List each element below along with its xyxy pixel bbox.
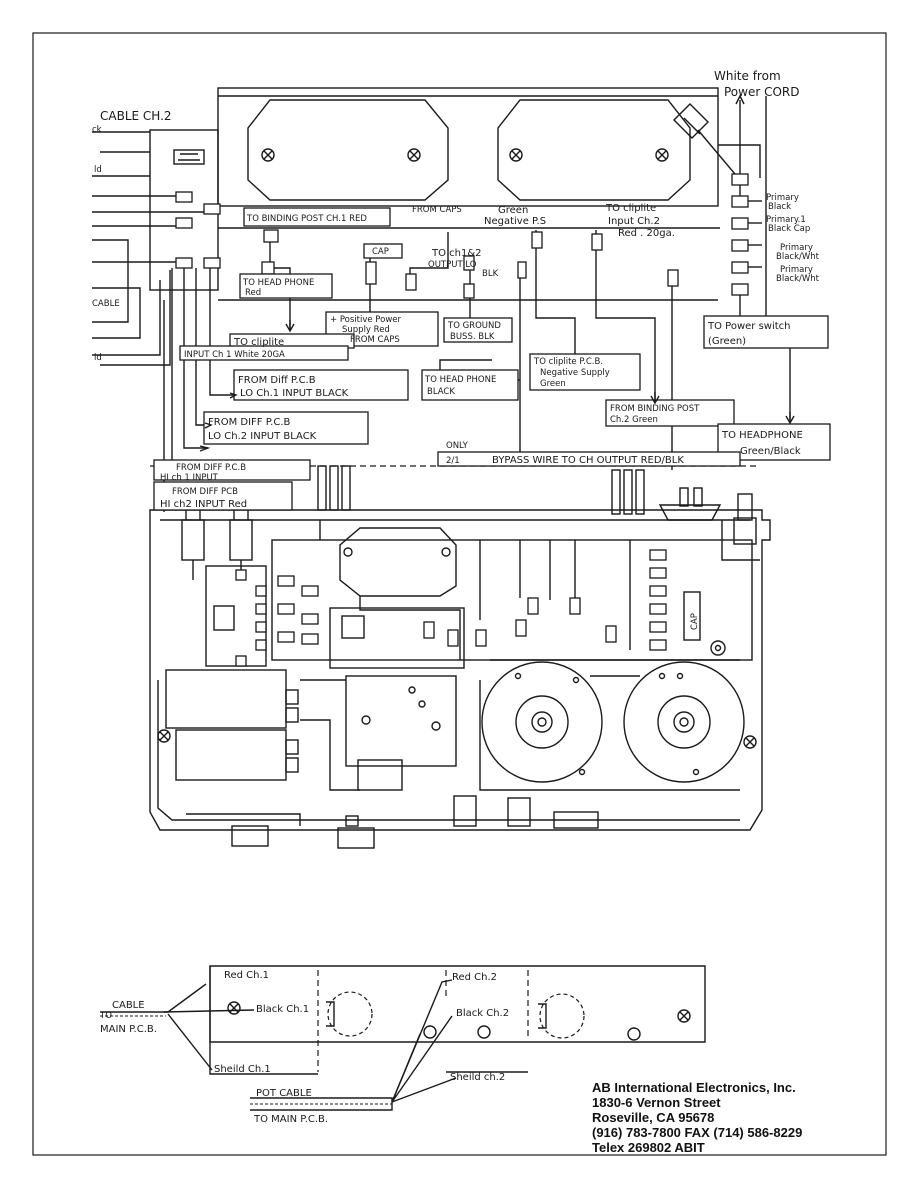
primary-black-cap-2: Black Cap bbox=[768, 224, 810, 234]
left-edge-label-2: CABLE bbox=[92, 299, 120, 309]
left-connector-block bbox=[92, 129, 221, 366]
company-address-block: AB International Electronics, Inc. 1830-… bbox=[592, 1080, 882, 1155]
company-street: 1830-6 Vernon Street bbox=[592, 1095, 721, 1110]
cable-ch2-label: CABLE CH.2 bbox=[100, 109, 172, 123]
only-label-2: 2/1 bbox=[446, 456, 460, 466]
black-ch1-label: Black Ch.1 bbox=[256, 1004, 309, 1015]
to-headphone-black-2: BLACK bbox=[427, 387, 455, 397]
company-city: Roseville, CA 95678 bbox=[592, 1110, 715, 1125]
primary-black-wht-1b: Black/Wht bbox=[776, 252, 820, 262]
from-diff-hi-ch1-1: FROM DIFF P.C.B bbox=[176, 463, 246, 473]
pot-board bbox=[100, 965, 706, 1111]
to-cliplite-ch2-2: Input Ch.2 bbox=[608, 216, 660, 227]
primary-black-2: Black bbox=[768, 202, 791, 212]
primary-black-wht-2b: Black/Wht bbox=[776, 274, 820, 284]
to-headphone-green-2: Green/Black bbox=[740, 446, 801, 457]
from-caps-label: FROM CAPS bbox=[412, 205, 462, 215]
input-pcb bbox=[205, 565, 267, 667]
output-connector bbox=[658, 504, 722, 521]
red-ch2-label: Red Ch.2 bbox=[452, 972, 497, 983]
from-diff-hi-ch1-2: HI ch 1 INPUT bbox=[160, 473, 219, 483]
inline-connectors bbox=[261, 229, 679, 299]
shield-ch1-label: Sheild Ch.1 bbox=[214, 1064, 271, 1075]
left-edge-label-1: ck bbox=[92, 125, 102, 135]
to-cliplite-ch1-1: TO cliplite bbox=[233, 337, 284, 348]
from-diff-lo-ch2-1: FROM DIFF P.C.B bbox=[208, 417, 291, 428]
power-entry-block bbox=[673, 103, 709, 139]
left-edge-label-4: ld bbox=[94, 353, 102, 363]
primary-black-wht-2a: Primary bbox=[780, 265, 813, 275]
to-cliplite-ch2-1: TO cliplite bbox=[605, 203, 656, 214]
cable-label-1: CABLE bbox=[112, 1000, 145, 1011]
from-diff-lo-ch2-2: LO Ch.2 INPUT BLACK bbox=[208, 431, 317, 442]
bypass-wire-label: BYPASS WIRE TO CH OUTPUT RED/BLK bbox=[492, 455, 684, 466]
pot-cable-label-1: POT CABLE bbox=[256, 1088, 312, 1099]
only-label-1: ONLY bbox=[446, 441, 469, 451]
main-pcb bbox=[271, 539, 753, 661]
cable-label-2: TO bbox=[99, 1011, 112, 1021]
to-ch12-output-3: BLK bbox=[482, 269, 499, 279]
to-cliplite-pcb-3: Green bbox=[540, 379, 566, 389]
to-ground-buss-1: TO GROUND bbox=[447, 321, 501, 331]
cap-label: CAP bbox=[372, 247, 389, 257]
capacitor-section bbox=[217, 87, 741, 207]
to-power-switch-2: (Green) bbox=[708, 336, 746, 347]
capacitor-left bbox=[247, 99, 449, 201]
primary-black-cap-1: Primary.1 bbox=[766, 215, 806, 225]
to-headphone-red-1: TO HEAD PHONE bbox=[242, 278, 314, 288]
company-telex: Telex 269802 ABIT bbox=[592, 1140, 705, 1155]
positive-ps-1: + Positive Power bbox=[330, 315, 401, 325]
shield-ch2-label: Sheild ch.2 bbox=[450, 1072, 505, 1083]
to-cliplite-ch1-2: INPUT Ch 1 White 20GA bbox=[184, 350, 285, 360]
toroid-left bbox=[481, 661, 603, 783]
cable-label-3: MAIN P.C.B. bbox=[100, 1024, 157, 1035]
to-ch12-output-1: TO ch1&2 bbox=[431, 248, 482, 259]
from-diff-hi-ch2-1: FROM DIFF PCB bbox=[172, 487, 238, 497]
to-power-switch-1: TO Power switch bbox=[707, 321, 791, 332]
capacitor-right bbox=[497, 99, 691, 201]
to-cliplite-pcb-2: Negative Supply bbox=[540, 368, 610, 378]
primary-black-wht-1a: Primary bbox=[780, 243, 813, 253]
label-boxes bbox=[153, 207, 831, 511]
pot-cable-label-2: TO MAIN P.C.B. bbox=[253, 1114, 328, 1125]
left-edge-label-3: ld bbox=[94, 165, 102, 175]
to-ground-buss-2: BUSS. BLK bbox=[450, 332, 495, 342]
from-binding-post-ch2-2: Ch.2 Green bbox=[610, 415, 658, 425]
aux-pcb bbox=[329, 607, 465, 669]
to-cliplite-pcb-1: TO cliplite P.C.B. bbox=[533, 357, 603, 367]
regulator bbox=[339, 527, 457, 597]
from-binding-post-ch2-1: FROM BINDING POST bbox=[610, 404, 700, 414]
to-binding-post-ch1: TO BINDING POST CH.1 RED bbox=[246, 214, 367, 224]
from-diff-hi-ch2-2: HI ch2 INPUT Red bbox=[160, 499, 247, 510]
to-cliplite-ch2-3: Red . 20ga. bbox=[618, 228, 675, 239]
pot-ch1 bbox=[327, 991, 373, 1037]
company-phone: (916) 783-7800 FAX (714) 586-8229 bbox=[592, 1125, 803, 1140]
from-diff-lo-ch1-2: LO Ch.1 INPUT BLACK bbox=[240, 388, 349, 399]
cap-small-label: CAP bbox=[690, 613, 700, 630]
positive-ps-2: Supply Red bbox=[342, 325, 390, 335]
red-ch1-label: Red Ch.1 bbox=[224, 970, 269, 981]
to-headphone-black-1: TO HEAD PHONE bbox=[424, 375, 496, 385]
green-negative-ps-2: Negative P.S bbox=[484, 216, 546, 227]
positive-ps-3: FROM CAPS bbox=[350, 335, 400, 345]
primary-black-1: Primary bbox=[766, 193, 799, 203]
arrows bbox=[199, 94, 795, 452]
company-name: AB International Electronics, Inc. bbox=[592, 1080, 796, 1095]
filter-caps bbox=[165, 669, 287, 729]
white-from-power-cord-2: Power CORD bbox=[724, 85, 800, 99]
pot-ch2 bbox=[539, 993, 585, 1039]
to-ch12-output-2: OUTPUT LO bbox=[428, 260, 477, 270]
to-headphone-red-2: Red bbox=[245, 288, 261, 298]
chassis bbox=[149, 465, 771, 849]
green-negative-ps-1: Green bbox=[498, 205, 528, 216]
from-diff-lo-ch1-1: FROM Diff P.C.B bbox=[238, 375, 316, 386]
black-ch2-label: Black Ch.2 bbox=[456, 1008, 509, 1019]
white-from-power-cord-1: White from bbox=[714, 69, 781, 83]
toroid-right bbox=[623, 661, 745, 783]
to-headphone-green-1: TO HEADPHONE bbox=[721, 430, 803, 441]
page-border bbox=[32, 32, 887, 1156]
